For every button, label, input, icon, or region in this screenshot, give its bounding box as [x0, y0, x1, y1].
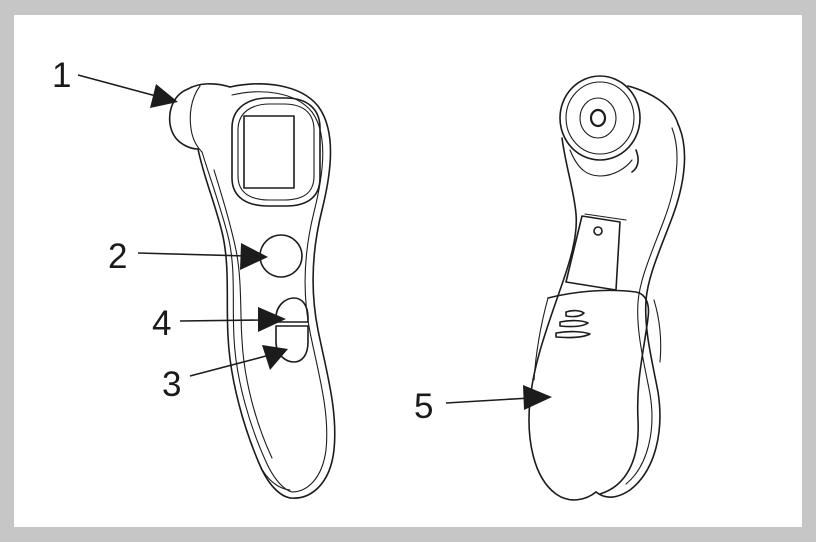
front-body-outline: [197, 83, 336, 499]
callout-label-1: 1: [52, 56, 71, 95]
display-window: [231, 97, 321, 207]
arrowhead-5: [523, 385, 552, 410]
mode-button: [275, 297, 309, 323]
callout-label-4: 4: [152, 304, 171, 343]
leader-line-3: [189, 355, 267, 377]
callout-label-2: 2: [108, 237, 127, 276]
callout-label-5: 5: [414, 387, 433, 426]
back-label-window: [565, 213, 627, 291]
probe-head: [559, 75, 679, 173]
probe-tip: [168, 83, 231, 153]
leader-line-4: [179, 319, 265, 322]
callout-3: 3: [162, 345, 288, 404]
callout-1: 1: [52, 56, 178, 108]
callout-5: 5: [414, 385, 552, 426]
callout-2: 2: [108, 237, 268, 276]
arrowhead-4: [258, 307, 286, 332]
callout-label-3: 3: [162, 365, 181, 404]
arrowhead-3: [262, 345, 288, 370]
back-body-outline: [528, 123, 686, 501]
diagram-panel: [14, 15, 802, 527]
leader-line-2: [137, 252, 247, 257]
arrowhead-2: [240, 243, 268, 270]
leader-line-5: [445, 397, 531, 404]
leader-line-1: [77, 74, 157, 97]
grip-ridges: [555, 309, 591, 339]
callout-4: 4: [152, 304, 286, 343]
thermometer-back-view: [528, 75, 686, 501]
arrowhead-1: [150, 84, 178, 108]
lcd-screen: [243, 115, 295, 189]
